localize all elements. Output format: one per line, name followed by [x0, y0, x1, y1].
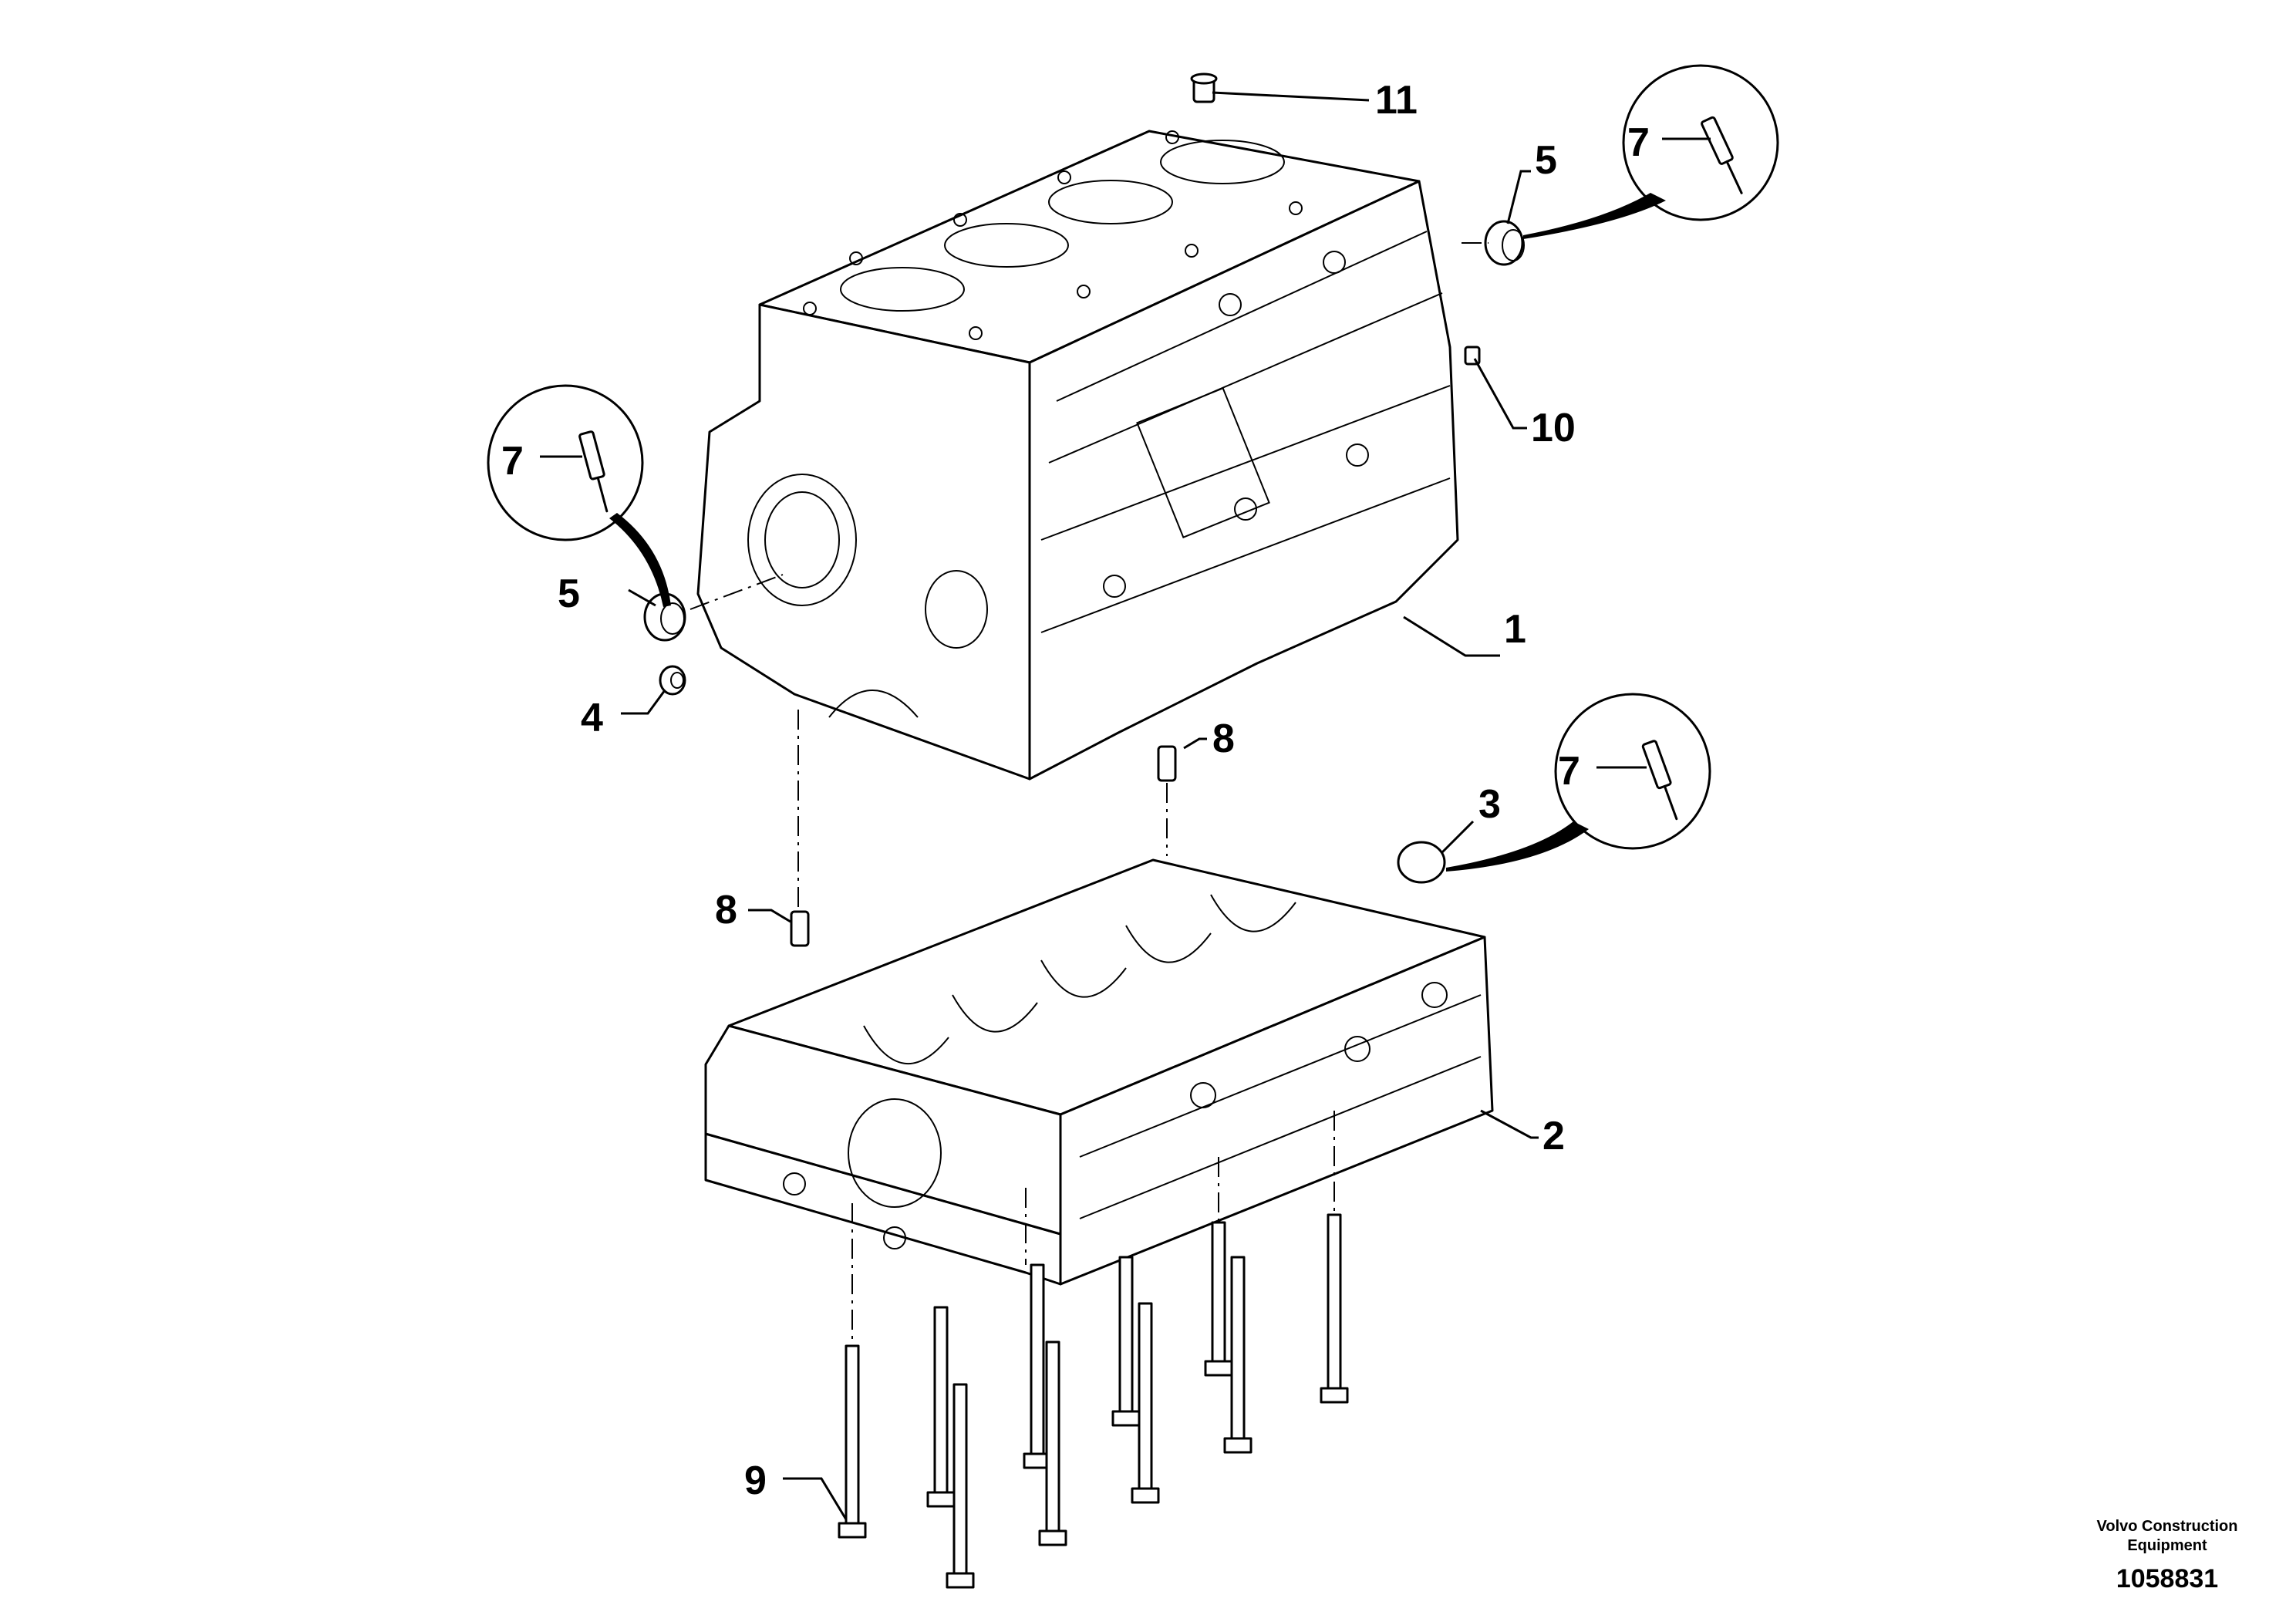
leader-lines: [621, 91, 1539, 1520]
bolts-part-9: [838, 1213, 1349, 1589]
dowel-pin-top: [1157, 745, 1177, 782]
detail-circle-right-mid: [1446, 693, 1711, 872]
callout-3: 3: [1478, 782, 1501, 827]
plug-part-4: [659, 665, 686, 696]
drawing-number: 1058831: [2116, 1564, 2218, 1593]
callout-labels: 1 2 3 4 5 5 7 7 7 8 8 9 10 11: [501, 78, 1650, 1503]
company-name-line1: Volvo Construction: [2097, 1518, 2238, 1535]
callout-8-left: 8: [715, 888, 737, 932]
callout-2: 2: [1542, 1114, 1565, 1158]
dowel-pin-left: [790, 910, 810, 947]
footer-block: Volvo Construction Equipment 1058831: [2097, 1518, 2238, 1593]
bedplate: [704, 858, 1494, 1286]
detail-circle-right-top: [1523, 64, 1779, 239]
callout-4: 4: [581, 696, 603, 740]
center-lines: [689, 242, 1489, 1346]
callout-5-left: 5: [558, 572, 580, 616]
callout-10: 10: [1531, 406, 1576, 450]
callout-7-right-top: 7: [1627, 120, 1650, 165]
callout-8-top: 8: [1212, 717, 1235, 761]
company-name-line2: Equipment: [2127, 1537, 2207, 1554]
cylinder-block: [696, 130, 1459, 781]
callout-7-left: 7: [501, 439, 524, 484]
expansion-plug-right: [1484, 220, 1525, 266]
callout-5-right: 5: [1535, 138, 1557, 183]
callout-7-right-mid: 7: [1558, 749, 1580, 794]
callout-1: 1: [1504, 607, 1526, 652]
detail-circle-left: [487, 384, 671, 607]
callout-11: 11: [1375, 78, 1418, 123]
callout-9: 9: [744, 1458, 767, 1503]
plug-part-11: [1190, 73, 1218, 103]
cap-part-3: [1397, 841, 1446, 884]
